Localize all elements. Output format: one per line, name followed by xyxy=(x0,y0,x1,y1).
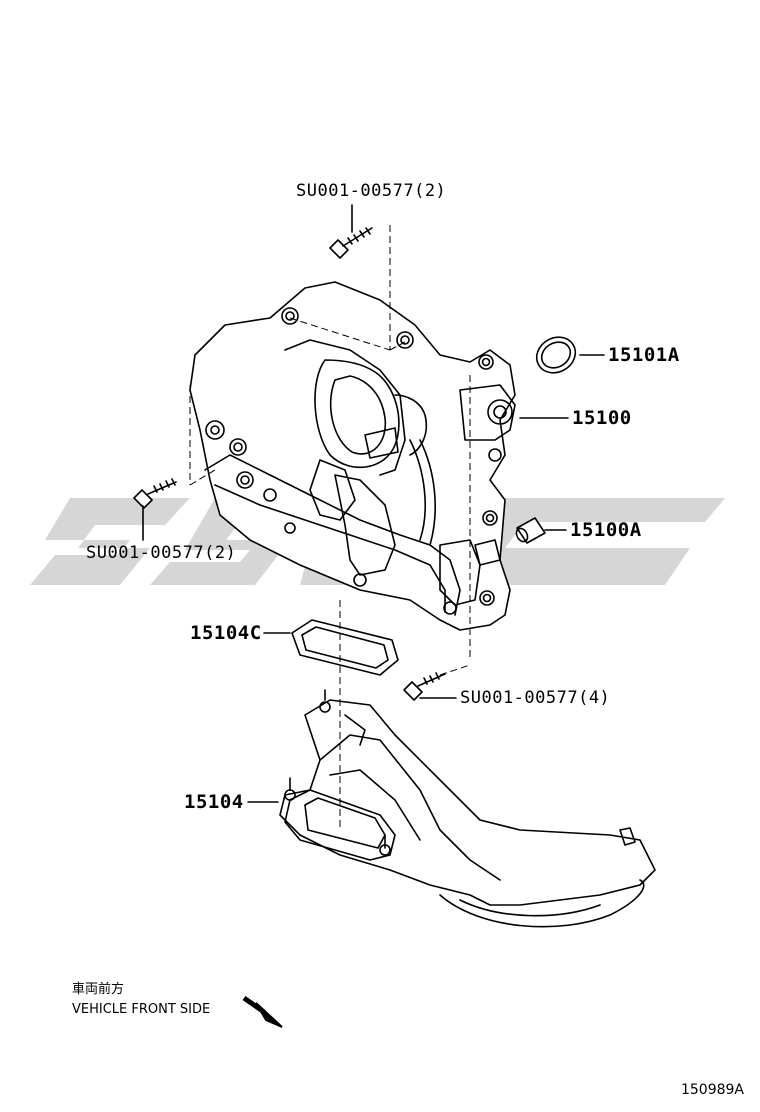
gasket-label: 15104C xyxy=(190,622,262,644)
strainer-label: 15104 xyxy=(184,791,244,813)
oil-pump-body xyxy=(189,281,516,631)
bolt-bottom-label: SU001-00577(4) xyxy=(460,688,611,708)
bolt-top-icon xyxy=(329,227,373,259)
bolt-left-icon xyxy=(133,478,177,509)
vehicle-front-note-en: VEHICLE FRONT SIDE xyxy=(72,1002,211,1017)
pin-label: 15100A xyxy=(570,519,642,541)
bolt-left-label: SU001-00577(2) xyxy=(86,543,237,563)
gasket-icon xyxy=(291,619,399,676)
o-ring-icon xyxy=(535,336,577,374)
alignment-lines xyxy=(189,225,471,830)
bolt-bottom-icon xyxy=(403,672,446,701)
bolt-top-label: SU001-00577(2) xyxy=(296,181,447,201)
oil-strainer xyxy=(279,689,656,928)
pin-icon xyxy=(515,517,546,544)
o-ring-label: 15101A xyxy=(608,344,680,366)
vehicle-front-arrow-icon xyxy=(242,995,283,1028)
pump-label: 15100 xyxy=(572,407,632,429)
figure-id: 150989A xyxy=(680,1082,744,1098)
vehicle-front-note-jp: 車両前方 xyxy=(72,982,125,997)
